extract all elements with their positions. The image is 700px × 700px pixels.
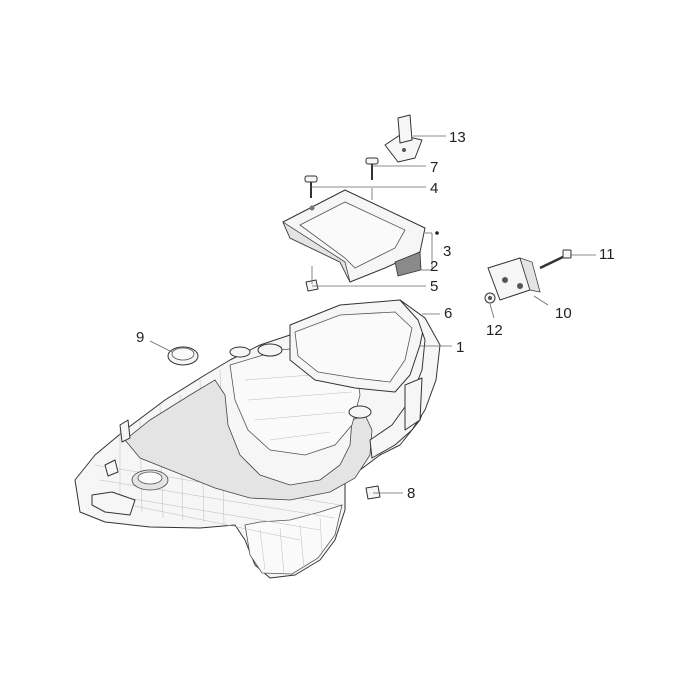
nut-12: [484, 292, 496, 304]
clip-nut-5: [305, 279, 319, 292]
callout-3: 3: [443, 243, 451, 260]
screw-7: [365, 157, 379, 180]
callout-12: 12: [486, 322, 503, 339]
callout-13: 13: [449, 129, 466, 146]
callout-4: 4: [430, 180, 438, 197]
callout-1: 1: [456, 339, 464, 356]
callout-7: 7: [430, 159, 438, 176]
battery-cover: [282, 189, 426, 283]
callout-11: 11: [599, 246, 615, 263]
bolt-11: [539, 249, 572, 270]
callout-8: 8: [407, 485, 415, 502]
callout-2: 2: [430, 258, 438, 275]
callout-10: 10: [555, 305, 572, 322]
screw-4: [304, 175, 318, 198]
clip-8: [365, 485, 381, 500]
callout-6: 6: [444, 305, 452, 322]
helmet-compartment: [74, 299, 441, 579]
bracket-13: [384, 114, 423, 163]
bracket-10: [487, 257, 541, 301]
callout-5: 5: [430, 278, 438, 295]
leader-lines: [149, 135, 596, 494]
plug-9: [167, 346, 199, 366]
callout-9: 9: [136, 329, 144, 346]
